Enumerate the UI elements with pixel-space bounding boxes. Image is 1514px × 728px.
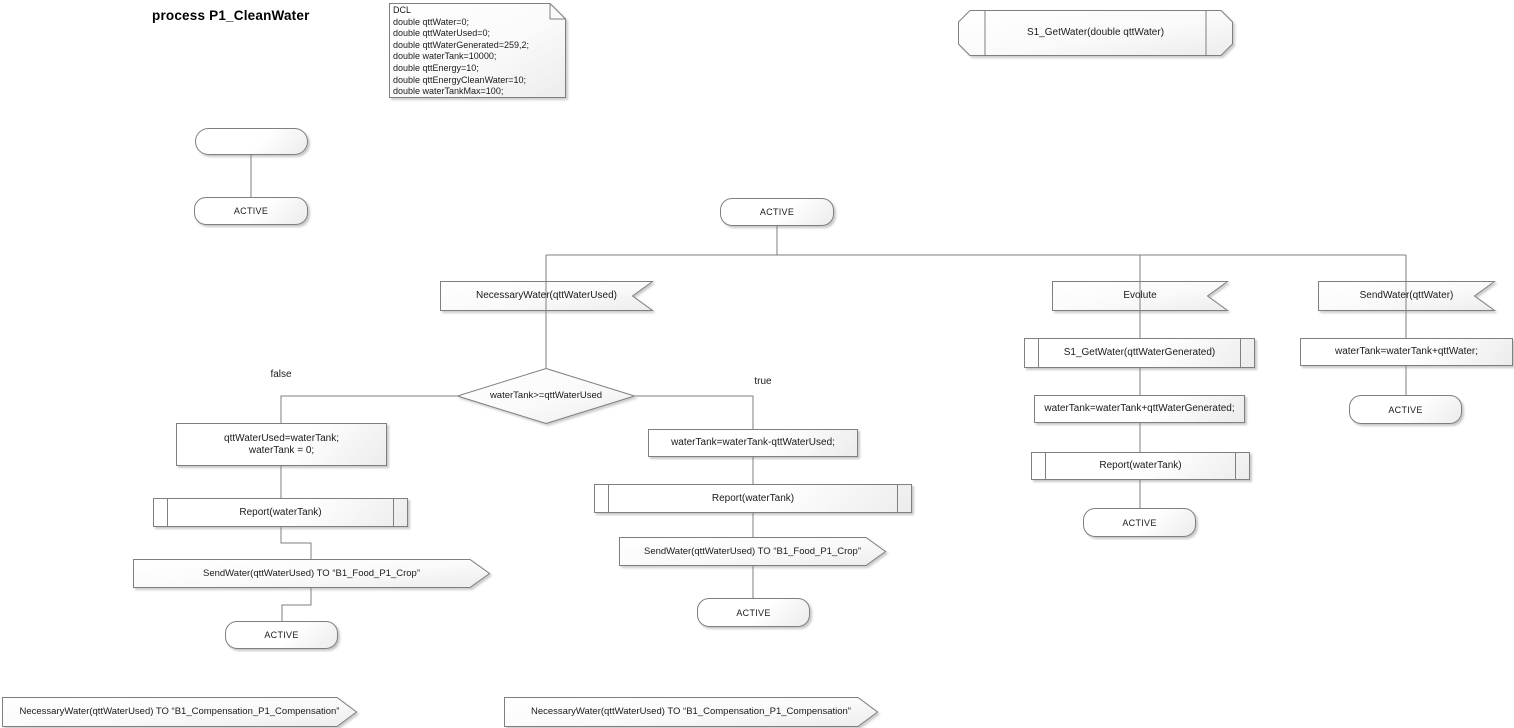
state-active-sendwater: ACTIVE [1349, 395, 1462, 424]
dcl-line: double waterTankMax=100; [393, 86, 504, 97]
signal-receive-evolute-label: Evolute [1123, 290, 1157, 301]
branch-label-true: true [754, 376, 772, 387]
signal-send-compensation-2: NecessaryWater(qttWaterUsed) TO “B1_Comp… [504, 697, 879, 727]
decision-watertank-label: waterTank>=qttWaterUsed [489, 390, 603, 401]
signal-receive-evolute: Evolute [1052, 281, 1230, 311]
signal-send-water-food-false: SendWater(qttWaterUsed) TO “B1_Food_P1_C… [133, 559, 491, 588]
procedure-report-false: Report(waterTank) [153, 498, 408, 527]
signal-receive-necessarywater: NecessaryWater(qttWaterUsed) [440, 281, 655, 311]
signal-receive-sendwater: SendWater(qttWater) [1318, 281, 1497, 311]
state-active-evolute: ACTIVE [1083, 508, 1196, 537]
procedure-report-true: Report(waterTank) [594, 484, 912, 513]
state-active-sendwater-label: ACTIVE [1388, 404, 1423, 415]
dcl-header: DCL [393, 5, 412, 15]
dcl-line: double waterTank=10000; [393, 51, 497, 62]
state-active-left: ACTIVE [194, 197, 308, 225]
state-active-false: ACTIVE [225, 621, 338, 649]
diagram-title: process P1_CleanWater [152, 8, 310, 23]
procedure-report-evolute-label: Report(waterTank) [1099, 460, 1182, 471]
dcl-line: double qttEnergyCleanWater=10; [393, 74, 527, 85]
decision-watertank: waterTank>=qttWaterUsed [455, 367, 637, 425]
task-evolute: waterTank=waterTank+qttWaterGenerated; [1034, 395, 1245, 423]
state-active-center: ACTIVE [720, 198, 834, 226]
dcl-line: double qttWater=0; [393, 16, 469, 27]
state-active-left-label: ACTIVE [233, 206, 269, 216]
task-evolute-label: waterTank=waterTank+qttWaterGenerated; [1044, 403, 1235, 414]
state-start [195, 128, 308, 155]
signal-send-compensation-1: NecessaryWater(qttWaterUsed) TO “B1_Comp… [2, 697, 358, 727]
procedure-report-evolute: Report(waterTank) [1031, 452, 1250, 480]
signal-send-compensation-2-label: NecessaryWater(qttWaterUsed) TO “B1_Comp… [531, 706, 851, 717]
dcl-line: double qttWaterGenerated=259,2; [393, 39, 530, 50]
dcl-line: double qttWaterUsed=0; [393, 28, 490, 39]
dcl-declaration-text: DCL double qttWater=0; double qttWaterUs… [393, 5, 546, 98]
signal-receive-necessarywater-label: NecessaryWater(qttWaterUsed) [476, 290, 617, 301]
signal-send-water-food-false-label: SendWater(qttWaterUsed) TO “B1_Food_P1_C… [202, 567, 420, 579]
procedure-declaration-shape: S1_GetWater(double qttWater) [958, 10, 1233, 56]
procedure-s1-getwater: S1_GetWater(qttWaterGenerated) [1024, 338, 1255, 368]
procedure-report-true-label: Report(waterTank) [711, 492, 795, 504]
signal-send-water-food-true: SendWater(qttWaterUsed) TO “B1_Food_P1_C… [619, 537, 887, 566]
state-active-true-label: ACTIVE [736, 607, 771, 618]
state-active-center-label: ACTIVE [759, 207, 795, 217]
task-true-branch: waterTank=waterTank-qttWaterUsed; [648, 429, 858, 457]
dcl-declaration-note: DCL double qttWater=0; double qttWaterUs… [389, 3, 566, 98]
task-sendwater: waterTank=waterTank+qttWater; [1300, 338, 1513, 366]
procedure-declaration-label: S1_GetWater(double qttWater) [1026, 27, 1165, 38]
procedure-s1-getwater-label: S1_GetWater(qttWaterGenerated) [1063, 347, 1216, 358]
task-true-branch-label: waterTank=waterTank-qttWaterUsed; [671, 437, 835, 448]
task-sendwater-label: waterTank=waterTank+qttWater; [1334, 346, 1479, 357]
procedure-report-false-label: Report(waterTank) [239, 506, 322, 518]
signal-send-compensation-1-label: NecessaryWater(qttWaterUsed) TO “B1_Comp… [19, 706, 340, 717]
task-false-branch-label: qttWaterUsed=waterTank; waterTank = 0; [224, 432, 339, 456]
signal-receive-sendwater-label: SendWater(qttWater) [1359, 290, 1454, 301]
state-active-evolute-label: ACTIVE [1122, 517, 1157, 528]
state-active-false-label: ACTIVE [264, 630, 299, 640]
dcl-line: double qttEnergy=10; [393, 62, 479, 73]
signal-send-water-food-true-label: SendWater(qttWaterUsed) TO “B1_Food_P1_C… [643, 545, 861, 557]
task-false-branch: qttWaterUsed=waterTank; waterTank = 0; [176, 423, 387, 466]
branch-label-false: false [270, 369, 292, 380]
state-active-true: ACTIVE [697, 598, 810, 627]
